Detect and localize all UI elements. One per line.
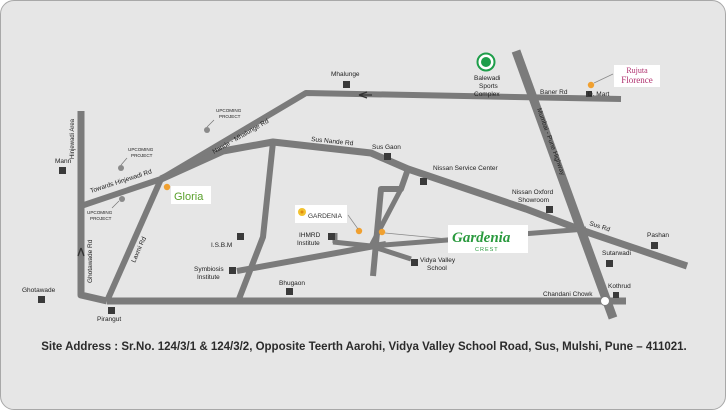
place-marker-mann (59, 167, 66, 174)
arrow-icon (77, 247, 85, 257)
leader-line (120, 157, 128, 166)
place-label-isbm: I.S.B.M (211, 242, 232, 249)
upcoming-label: UPCOMING (87, 210, 113, 215)
place-label-vidya-valley: Vidya Valley (420, 257, 456, 264)
road-label-sus-nande: Sus Nande Rd (311, 136, 354, 147)
site-address: Site Address : Sr.No. 124/3/1 & 124/3/2,… (41, 341, 687, 353)
road-sus-link (368, 187, 404, 248)
place-marker-pashan (651, 242, 658, 249)
place-marker-ghotawade (38, 296, 45, 303)
road-label-baner: Baner Rd (540, 89, 568, 96)
road-label-mumbai-pune-highway: Mumbai - Pune Highway (535, 107, 566, 177)
gloria-logo-bg (171, 186, 211, 204)
place-marker-dmart (586, 91, 592, 97)
project-dot-gardenia (355, 227, 363, 235)
place-marker-kothrud (613, 292, 619, 298)
place-label-sus-gaon: Sus Gaon (372, 144, 401, 151)
upcoming-label: PROJECT (131, 153, 153, 158)
road-sus-isbm (236, 141, 276, 301)
place-markers (38, 81, 658, 314)
place-label-vidya-valley: School (427, 265, 447, 272)
balewadi-marker-inner (481, 57, 491, 67)
upcoming-dot (118, 165, 124, 171)
place-label-mhalunge: Mhalunge (331, 71, 360, 78)
place-label-symbiosis: Institute (197, 274, 220, 281)
road-network (77, 49, 689, 320)
place-marker-sus-gaon (384, 153, 391, 160)
place-marker-bhugaon (286, 288, 293, 295)
rujuta-logo-bottom: Florence (621, 75, 653, 85)
place-label-nissan-oxford: Showroom (518, 197, 549, 204)
project-dot-rujuta-florence (587, 81, 595, 89)
place-marker-vidya-valley (411, 259, 418, 266)
project-dots (163, 81, 595, 236)
project-dot-gardenia-crest (378, 228, 386, 236)
leader-line (593, 73, 614, 84)
road-sus-nande (159, 138, 689, 270)
place-label-mann: Mann (55, 158, 72, 165)
project-leaders (347, 73, 614, 240)
place-marker-ihmrd (328, 233, 335, 240)
place-marker-nissan-service (420, 178, 427, 185)
road-mumbai-pune-highway (511, 49, 618, 320)
gardenia-crest-logo-main: Gardenia (452, 230, 511, 246)
place-marker-sutarwadi (606, 260, 613, 267)
place-label-balewadi: Balewadi (474, 75, 500, 82)
junction-marker-chandani-chowk (600, 296, 610, 306)
upcoming-label: UPCOMING (216, 108, 242, 113)
gardenia-crest-logo-sub: CREST (475, 247, 499, 253)
place-marker-nissan-oxford (546, 206, 553, 213)
road-label-ghotawade: Ghotawade Rd (87, 239, 94, 283)
upcoming-leaders (111, 119, 215, 209)
upcoming-dot (204, 127, 210, 133)
upcoming-dot (119, 196, 125, 202)
place-label-chandani-chowk: Chandani Chowk (543, 291, 593, 298)
leader-line (111, 200, 120, 209)
place-marker-isbm (237, 233, 244, 240)
leader-line (206, 119, 215, 128)
project-dot-gloria (163, 183, 171, 191)
gardenia-logo-bg (295, 205, 347, 223)
place-label-pashan: Pashan (647, 232, 669, 239)
place-label-nissan-service: Nissan Service Center (433, 165, 498, 172)
road-nissan-service-link (370, 168, 411, 277)
road-hinjewadi-area (77, 111, 108, 305)
road-towards-hinjewadi (80, 176, 162, 209)
place-label-pirangut: Pirangut (97, 316, 121, 323)
rujuta-florence-logo: Rujuta Florence (614, 65, 660, 87)
gloria-logo: Gloria (174, 191, 204, 203)
place-label-balewadi: Sports (479, 83, 499, 90)
place-label-bhugaon: Bhugaon (279, 280, 305, 287)
place-label-nissan-oxford: Nissan Oxford (512, 189, 554, 196)
place-label-ihmrd: IHMRD (299, 232, 321, 239)
gardenia-logo-text: GARDENIA (308, 213, 343, 220)
upcoming-label: PROJECT (90, 216, 112, 221)
place-label-symbiosis: Symbiosis (194, 266, 224, 273)
upcoming-label: UPCOMING (128, 147, 154, 152)
rujuta-logo-top: Rujuta (626, 66, 648, 75)
place-label-kothrud: Kothrud (608, 283, 631, 290)
place-marker-symbiosis (229, 267, 236, 274)
place-marker-pirangut (108, 307, 115, 314)
leader-line (384, 232, 449, 240)
place-label-balewadi: Complex (474, 91, 500, 98)
road-label-hinjewadi-area: Hinjewadi Area (70, 118, 76, 159)
gardenia-crest-logo-bg (448, 225, 528, 253)
upcoming-dots (118, 127, 210, 202)
place-label-ihmrd: Institute (297, 240, 320, 247)
road-baner-mhalunge (159, 90, 622, 182)
upcoming-label: PROJECT (219, 114, 241, 119)
road-symbiosis (236, 241, 387, 274)
flower-icon-center (300, 210, 304, 214)
place-marker-mhalunge (343, 81, 350, 88)
place-label-ghotawade: Ghotawade (22, 287, 56, 294)
place-label-dmart: D. Mart (588, 91, 610, 98)
road-laxmi (104, 177, 164, 303)
place-label-sutarwadi: Sutarwadi (602, 250, 631, 257)
leader-line (347, 214, 359, 230)
